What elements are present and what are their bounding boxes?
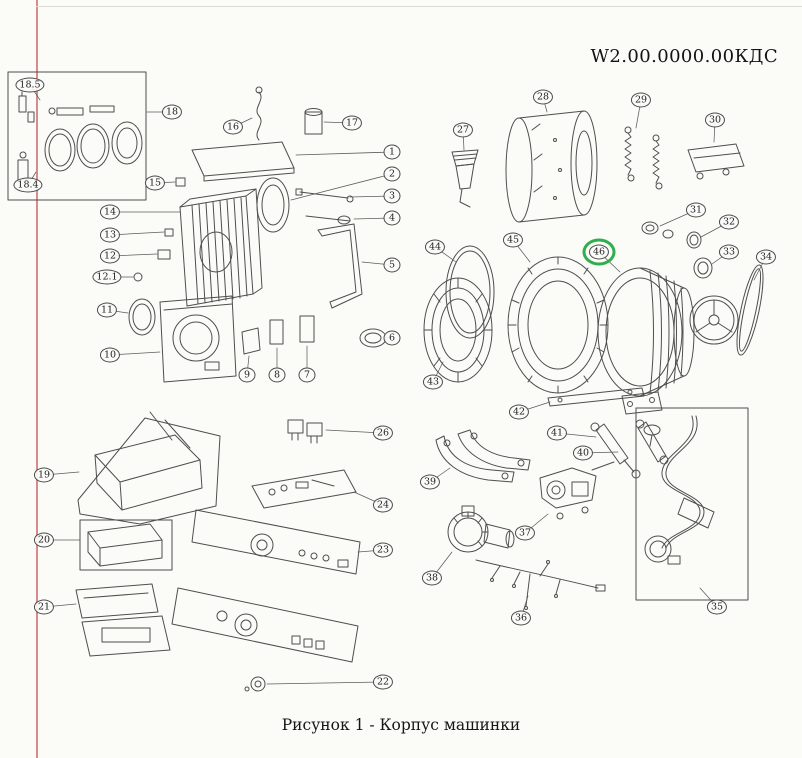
hinge-detail-box-drawing — [7, 71, 147, 201]
cover-panels-drawing — [75, 583, 171, 657]
part-callout-7: 7 — [298, 367, 316, 383]
part-callout-6: 6 — [383, 330, 401, 346]
part-callout-40: 40 — [572, 445, 594, 461]
part-callout-35: 35 — [706, 599, 728, 615]
inner-drum-drawing — [505, 110, 598, 223]
part-callout-23: 23 — [372, 542, 394, 558]
drain-hose-box-drawing — [635, 407, 749, 601]
part-callout-42: 42 — [508, 404, 530, 420]
part-callout-26: 26 — [372, 425, 394, 441]
part-callout-34: 34 — [755, 249, 777, 265]
leader-line-2 — [290, 173, 393, 201]
part-callout-39: 39 — [419, 474, 441, 490]
crossbar-drawing — [547, 387, 645, 407]
funnel-hose-drawing — [451, 149, 479, 208]
part-callout-18: 18 — [161, 104, 183, 120]
part-callout-32: 32 — [718, 214, 740, 230]
control-pcb-drawing — [251, 469, 357, 509]
top-lid-drawing — [191, 141, 295, 182]
bellows-gasket-drawing — [423, 277, 493, 383]
leader-line-22 — [266, 681, 384, 685]
part-callout-37: 37 — [514, 525, 536, 541]
part-callout-38: 38 — [421, 570, 443, 586]
detergent-drawer-drawing — [79, 519, 173, 571]
part-callout-9: 9 — [238, 367, 256, 383]
part-callout-16: 16 — [222, 119, 244, 135]
base-assembly-drawing — [77, 411, 221, 525]
part-callout-45: 45 — [502, 232, 524, 248]
control-panels-drawing — [171, 509, 361, 663]
front-panel-drawing — [159, 295, 237, 383]
small-panels-drawing — [241, 315, 315, 355]
document-code: W2.00.0000.00КДС — [590, 46, 778, 67]
part-callout-18.4: 18.4 — [13, 177, 43, 193]
pulley-drawing — [689, 295, 739, 345]
part-callout-4: 4 — [383, 210, 401, 226]
part-callout-12.1: 12.1 — [92, 269, 122, 285]
part-callout-33: 33 — [718, 244, 740, 260]
connector-blocks-drawing — [287, 419, 323, 444]
part-callout-11: 11 — [96, 302, 118, 318]
part-callout-13: 13 — [99, 227, 121, 243]
rod-pins-drawing — [295, 188, 354, 225]
part-callout-8: 8 — [268, 367, 286, 383]
drain-pump-drawing — [447, 505, 515, 553]
part-callout-15: 15 — [144, 175, 166, 191]
part-callout-5: 5 — [383, 257, 401, 273]
leader-line-1 — [295, 151, 393, 156]
part-callout-27: 27 — [452, 122, 474, 138]
tub-rear-half-drawing — [597, 267, 695, 415]
support-brackets-drawing — [435, 429, 531, 483]
misc-small-parts-drawing — [133, 86, 323, 282]
part-callout-17: 17 — [341, 115, 363, 131]
part-callout-1: 1 — [383, 144, 401, 160]
small-gasket-drawing — [128, 298, 156, 336]
part-callout-31: 31 — [685, 202, 707, 218]
figure-caption: Рисунок 1 - Корпус машинки — [281, 716, 521, 734]
bushings-drawing — [641, 221, 713, 279]
part-callout-24: 24 — [372, 497, 394, 513]
part-callout-28: 28 — [532, 89, 554, 105]
wiring-harness-drawing — [475, 559, 606, 610]
part-callout-43: 43 — [422, 374, 444, 390]
part-callout-41: 41 — [546, 425, 568, 441]
part-callout-3: 3 — [383, 188, 401, 204]
part-callout-12: 12 — [99, 248, 121, 264]
part-callout-2: 2 — [383, 166, 401, 182]
part-callout-21: 21 — [33, 599, 55, 615]
cabinet-body-drawing — [179, 188, 263, 307]
part-callout-18.5: 18.5 — [15, 77, 45, 93]
part-callout-20: 20 — [33, 532, 55, 548]
mount-bracket-drawing — [687, 143, 745, 180]
part-callout-30: 30 — [704, 112, 726, 128]
springs-drawing — [624, 126, 663, 190]
motor-drawing — [539, 461, 615, 520]
scan-artifact-line — [36, 0, 38, 758]
tub-front-half-drawing — [507, 256, 609, 394]
drive-belt-drawing — [736, 264, 764, 356]
part-callout-22: 22 — [372, 674, 394, 690]
part-callout-36: 36 — [510, 610, 532, 626]
part-callout-10: 10 — [99, 347, 121, 363]
shock-absorbers-drawing — [590, 419, 669, 479]
part-callout-29: 29 — [630, 92, 652, 108]
part-callout-44: 44 — [424, 239, 446, 255]
part-callout-19: 19 — [33, 467, 55, 483]
scan-top-edge — [36, 6, 802, 7]
part-callout-14: 14 — [99, 204, 121, 220]
part-callout-46: 46 — [588, 244, 610, 260]
clamp-drawing — [359, 328, 387, 348]
door-frame-drawing — [256, 177, 290, 233]
bent-pipe-drawing — [317, 223, 363, 309]
knob-drawing — [244, 676, 266, 692]
highlight-ellipse — [582, 238, 616, 266]
